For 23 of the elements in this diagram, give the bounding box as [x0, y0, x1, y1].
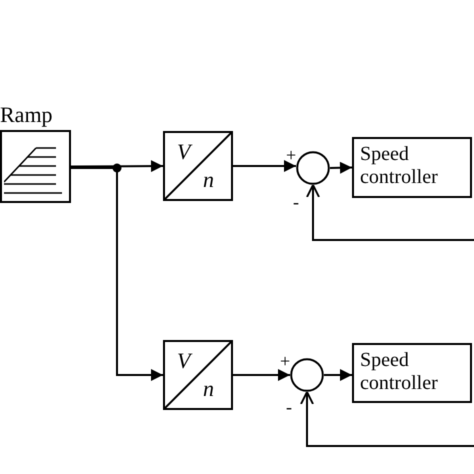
block-symbol: V	[177, 141, 190, 163]
feedback-arrow	[306, 184, 474, 241]
arrow	[71, 160, 163, 172]
controller-block	[352, 137, 472, 198]
sign-label: -	[293, 193, 299, 211]
sign-label: +	[286, 146, 296, 164]
arrow	[324, 369, 352, 381]
summing-junction	[296, 151, 330, 185]
block-symbol: V	[177, 350, 190, 372]
sign-label: +	[280, 352, 290, 370]
controller-block	[352, 343, 472, 403]
feedback-arrow	[300, 391, 474, 447]
block-label: Speed controller	[360, 349, 439, 395]
arrow	[71, 167, 163, 381]
arrow	[330, 162, 352, 174]
sign-label: -	[286, 398, 292, 416]
arrow	[233, 369, 290, 381]
block-title: Ramp	[0, 102, 53, 128]
block-symbol: n	[203, 378, 214, 400]
block-label: Speed controller	[360, 143, 439, 189]
block-symbol: n	[203, 169, 214, 191]
arrow	[233, 160, 296, 172]
summing-junction	[290, 358, 324, 392]
